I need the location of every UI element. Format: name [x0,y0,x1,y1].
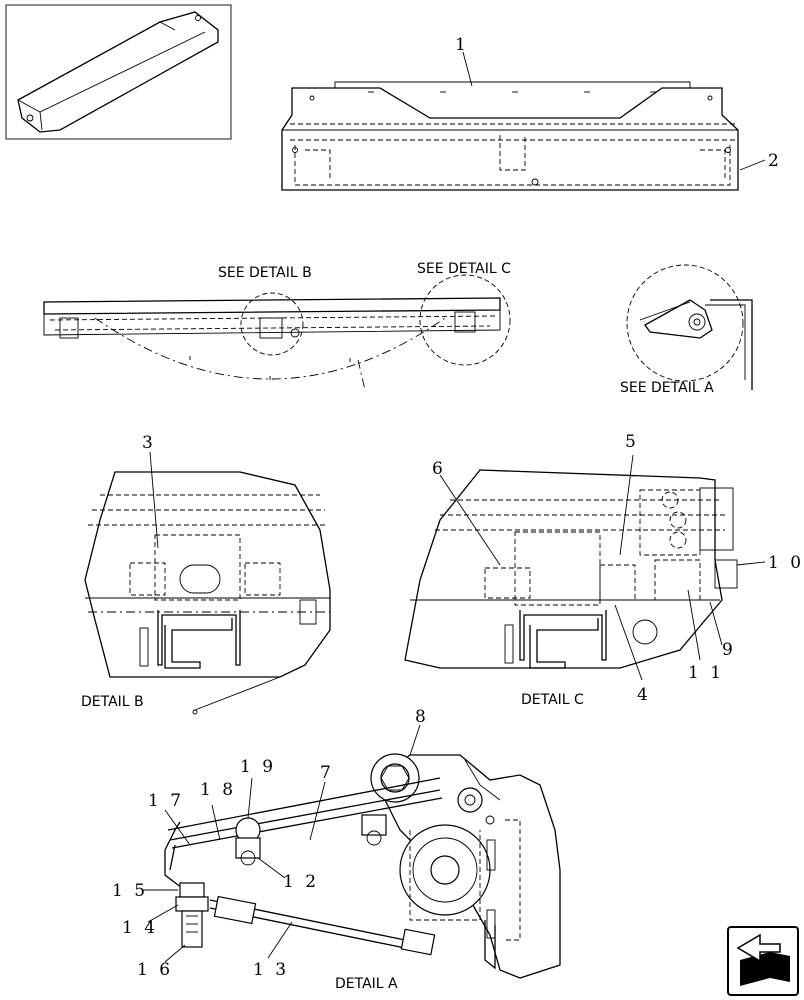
callout-3: 3 [142,433,156,453]
see-detail-b-label: SEE DETAIL B [218,265,312,281]
callout-6: 6 [432,459,446,479]
callout-8: 8 [415,707,429,727]
callout-7: 7 [320,763,334,783]
detail-c-label: DETAIL C [521,692,584,708]
see-detail-a-view [626,264,753,390]
callout-13: 1 3 [253,960,289,980]
callout-14: 1 4 [122,918,158,938]
top-assembly-view [281,81,739,191]
see-detail-a-label: SEE DETAIL A [620,380,714,396]
detail-c-view [404,469,738,669]
middle-assembly-view [43,274,511,391]
callout-9: 9 [722,640,736,660]
callout-17: 1 7 [148,791,184,811]
callout-11: 1 1 [688,663,724,683]
detail-b-view [84,471,331,715]
detail-a-label: DETAIL A [335,976,398,992]
see-detail-c-label: SEE DETAIL C [417,261,511,277]
detail-a-view [164,753,561,979]
callout-16: 1 6 [137,960,173,980]
callout-10: 1 0 [768,553,804,573]
thumbnail-view [5,4,232,140]
callout-12: 1 2 [283,872,319,892]
leader-lines [143,51,766,963]
callout-18: 1 8 [200,780,236,800]
callout-1: 1 [455,35,469,55]
detail-b-label: DETAIL B [81,694,144,710]
callout-19: 1 9 [240,757,276,777]
callout-5: 5 [625,432,639,452]
callout-2: 2 [768,151,782,171]
book-arrow-icon[interactable] [727,926,799,996]
callout-4: 4 [637,685,651,705]
callout-15: 1 5 [112,881,148,901]
